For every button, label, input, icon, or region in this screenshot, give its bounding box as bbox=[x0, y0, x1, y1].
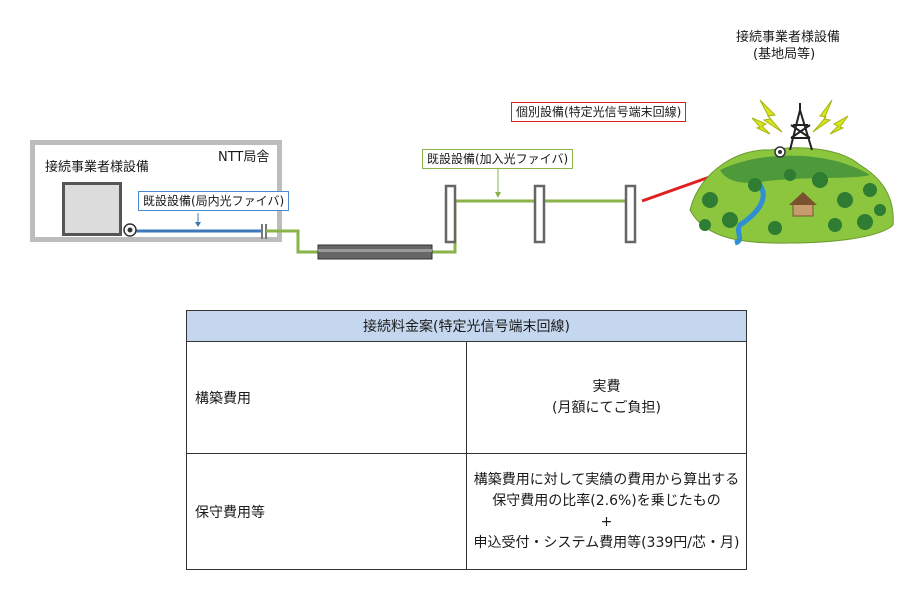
table-row: 構築費用 実費 (月額にてご負担) bbox=[186, 341, 747, 454]
value-line: (月額にてご負担) bbox=[552, 399, 661, 416]
utility-pole-1 bbox=[444, 184, 457, 244]
value-line: 構築費用に対して実績の費用から算出する bbox=[473, 471, 740, 488]
row-label-maintenance: 保守費用等 bbox=[186, 453, 467, 570]
table-title: 接続料金案(特定光信号端末回線) bbox=[186, 310, 747, 342]
utility-pole-2 bbox=[533, 184, 546, 244]
table-row: 保守費用等 構築費用に対して実績の費用から算出する 保守費用の比率(2.6%)を… bbox=[186, 453, 747, 570]
base-station-subtitle: (基地局等) bbox=[753, 47, 816, 62]
row-value-construction: 実費 (月額にてご負担) bbox=[466, 341, 747, 454]
row-label-construction: 構築費用 bbox=[186, 341, 467, 454]
dedicated-line-callout: 個別設備(特定光信号端末回線) bbox=[511, 102, 687, 122]
base-station-title: 接続事業者様設備 bbox=[736, 30, 841, 45]
operator-equipment-label: 接続事業者様設備 bbox=[45, 160, 150, 175]
value-line: 保守費用の比率(2.6%)を乗じたもの bbox=[492, 492, 721, 509]
connection-fee-table: 接続料金案(特定光信号端末回線) 構築費用 実費 (月額にてご負担) 保守費用等… bbox=[186, 310, 747, 570]
value-line: 申込受付・システム費用等(339円/芯・月) bbox=[473, 534, 740, 551]
utility-pole-3 bbox=[624, 184, 637, 244]
base-station-hill-illustration bbox=[689, 99, 894, 246]
signal-lightning-icon bbox=[751, 99, 849, 135]
network-diagram bbox=[123, 99, 894, 260]
terminal-connector-icon bbox=[123, 223, 137, 237]
value-line: 実費 bbox=[592, 378, 621, 395]
house-icon bbox=[789, 192, 817, 217]
inner-fiber-callout: 既設設備(局内光ファイバ) bbox=[138, 191, 290, 211]
radio-tower-icon bbox=[789, 103, 813, 151]
operator-equipment-box bbox=[62, 182, 122, 236]
ntt-office-label: NTT局舎 bbox=[218, 150, 270, 165]
antenna-connector-icon bbox=[774, 146, 786, 158]
value-line: + bbox=[600, 513, 613, 530]
subscriber-fiber-callout: 既設設備(加入光ファイバ) bbox=[422, 149, 574, 169]
row-value-maintenance: 構築費用に対して実績の費用から算出する 保守費用の比率(2.6%)を乗じたもの … bbox=[466, 453, 747, 570]
